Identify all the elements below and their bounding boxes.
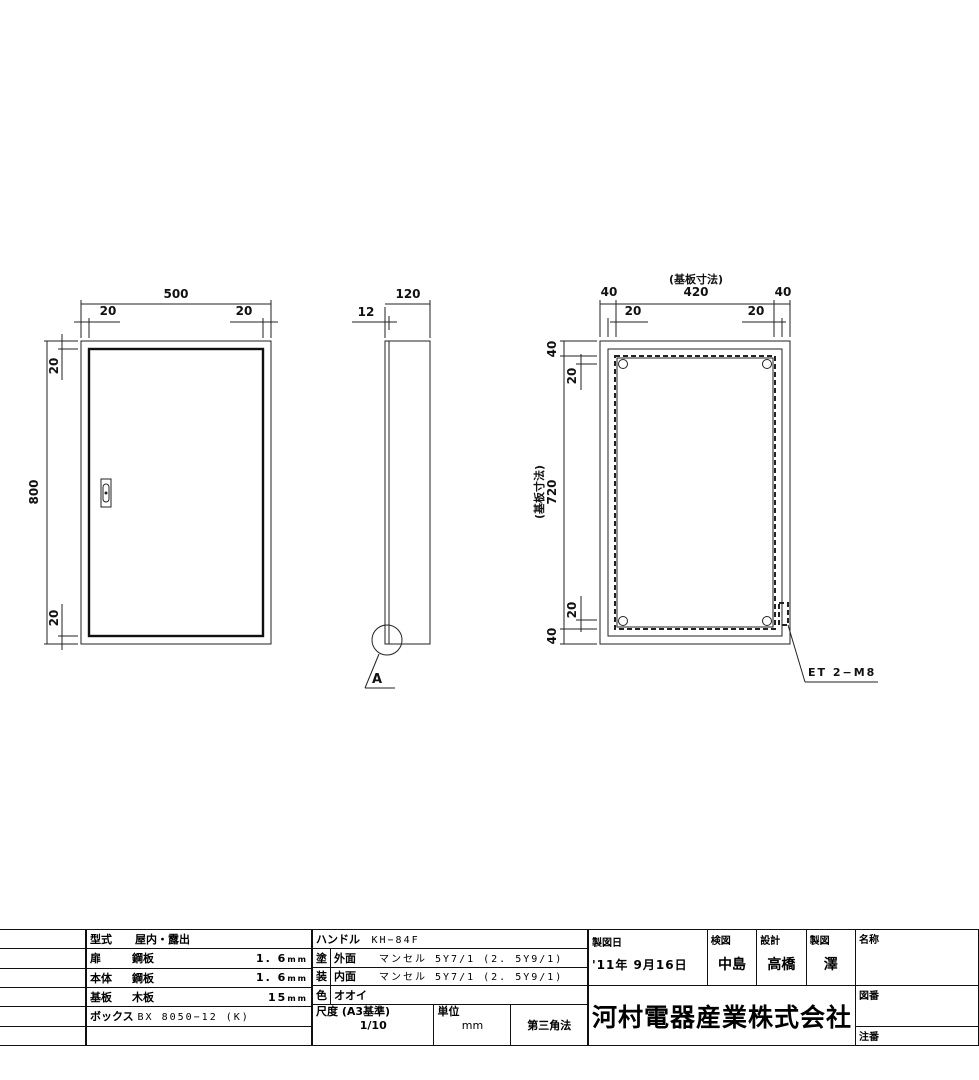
draft-label: 製図 xyxy=(809,936,830,948)
inner-value: マンセル 5Y7/1 (2. 5Y9/1) xyxy=(378,972,564,984)
blank-cell xyxy=(0,986,86,1008)
scale-value: 1/10 xyxy=(359,1019,387,1033)
technical-drawing: 500 20 20 800 20 20 120 12 A xyxy=(27,272,878,689)
blank-cell xyxy=(0,928,86,950)
dim-top-inner-20: 20 xyxy=(565,368,579,385)
dim-left-20: 20 xyxy=(100,304,117,318)
projection-method: 第三角法 xyxy=(510,1004,588,1046)
design-value: 高橋 xyxy=(767,957,796,974)
spec-row-model: 型式 屋内・露出 xyxy=(86,928,312,950)
spec-row-plate: 基板 木板 15mm xyxy=(86,986,313,1008)
detail-label-a: A xyxy=(372,672,382,687)
box-value: BX 8050−12 (K) xyxy=(137,1012,250,1024)
spec-row-body: 本体 鋼板 1. 6mm xyxy=(86,967,313,988)
check-label: 検図 xyxy=(710,936,731,948)
plate-material: 木板 xyxy=(129,986,189,1008)
date-label: 製図日 xyxy=(592,937,622,949)
draft-value: 澤 xyxy=(823,957,838,974)
body-unit: mm xyxy=(287,974,308,984)
model-value: 屋内・露出 xyxy=(134,933,190,947)
blank-cell xyxy=(86,1025,312,1047)
dim-depth-120: 120 xyxy=(395,287,420,301)
scale-label: 尺度 (A3基準) xyxy=(316,1005,391,1019)
dim-left-inner-20: 20 xyxy=(625,304,642,318)
spec-row-door: 扉 鋼板 1. 6mm xyxy=(86,948,313,969)
dim-plate-height-caption: (基板寸法) xyxy=(532,465,546,519)
blank-cell xyxy=(0,1025,86,1047)
door-unit: mm xyxy=(287,954,308,964)
plate-unit: mm xyxy=(287,993,308,1003)
body-thickness: 1. 6 xyxy=(256,971,288,985)
door-handle-icon xyxy=(100,478,112,508)
check-value: 中島 xyxy=(717,957,746,974)
dim-bottom-40: 40 xyxy=(545,628,559,645)
dim-bottom-20: 20 xyxy=(47,610,61,627)
spec-row-box: ボックス BX 8050−12 (K) xyxy=(86,1006,312,1027)
dim-bottom-inner-20: 20 xyxy=(565,602,579,619)
door-material: 鋼板 xyxy=(129,948,189,969)
blank-cell xyxy=(0,948,86,969)
title-block-info: 製図日 '11年 9月16日 検図 中島 設計 高橋 製図 澤 名称 河村電器産… xyxy=(587,928,979,1047)
plate-label: 基板 xyxy=(86,986,129,1008)
interior-view: ET 2−M8 (基板寸法) 420 40 40 20 20 40 20 (基板… xyxy=(532,272,878,683)
body-label: 本体 xyxy=(86,967,129,988)
dim-height-800: 800 xyxy=(27,479,41,504)
design-label: 設計 xyxy=(760,936,781,948)
outer-label: 外面 xyxy=(334,951,356,965)
front-view: 500 20 20 800 20 20 xyxy=(27,287,278,650)
unit-label: 単位 xyxy=(437,1005,460,1019)
name-label: 名称 xyxy=(859,935,880,946)
title-block-paint: ハンドル KH−84F 塗 外面 マンセル 5Y7/1 (2. 5Y9/1) 装… xyxy=(311,929,588,1046)
dim-plate-height-720: 720 xyxy=(545,479,559,504)
body-material: 鋼板 xyxy=(129,967,189,988)
date-value: '11年 9月16日 xyxy=(592,957,688,972)
dim-top-40: 40 xyxy=(545,341,559,358)
dim-right-20: 20 xyxy=(236,304,253,318)
paint-col-2: 装 xyxy=(312,966,331,987)
blank-cell xyxy=(0,967,86,988)
paint-col-3: 色 xyxy=(312,985,331,1006)
dim-plate-width-420: 420 xyxy=(683,285,708,299)
unit-value: mm xyxy=(461,1019,484,1033)
dim-top-20: 20 xyxy=(47,358,61,375)
handle-value: KH−84F xyxy=(371,934,420,946)
blank-cell xyxy=(0,1006,86,1027)
note-no-label: 注番 xyxy=(859,1031,880,1043)
plate-thickness: 15 xyxy=(268,990,288,1004)
title-block-spec: 型式 屋内・露出 扉 鋼板 1. 6mm 本体 鋼板 1. 6mm 基板 木板 … xyxy=(86,928,313,1047)
dim-right-inner-20: 20 xyxy=(748,304,765,318)
dim-width-500: 500 xyxy=(163,287,188,301)
callout-earth-terminal: ET 2−M8 xyxy=(808,666,876,679)
side-view: 120 12 A xyxy=(352,287,431,689)
dim-left-40: 40 xyxy=(601,285,618,299)
handle-label: ハンドル xyxy=(316,932,360,946)
inner-label: 内面 xyxy=(334,970,356,984)
door-thickness: 1. 6 xyxy=(256,951,288,965)
dim-door-12: 12 xyxy=(358,305,375,319)
box-label: ボックス xyxy=(90,1010,134,1024)
dim-plate-caption: (基板寸法) xyxy=(669,272,723,286)
title-block-left-blank xyxy=(0,928,86,1047)
outer-value: マンセル 5Y7/1 (2. 5Y9/1) xyxy=(378,953,564,965)
company-name: 河村電器産業株式会社 xyxy=(587,985,857,1046)
color-value: オオイ xyxy=(330,985,588,1006)
dim-right-40: 40 xyxy=(775,285,792,299)
model-label: 型式 xyxy=(90,933,112,947)
drawing-no-label: 図番 xyxy=(859,991,880,1003)
paint-col-1: 塗 xyxy=(312,947,331,968)
door-label: 扉 xyxy=(86,948,129,969)
